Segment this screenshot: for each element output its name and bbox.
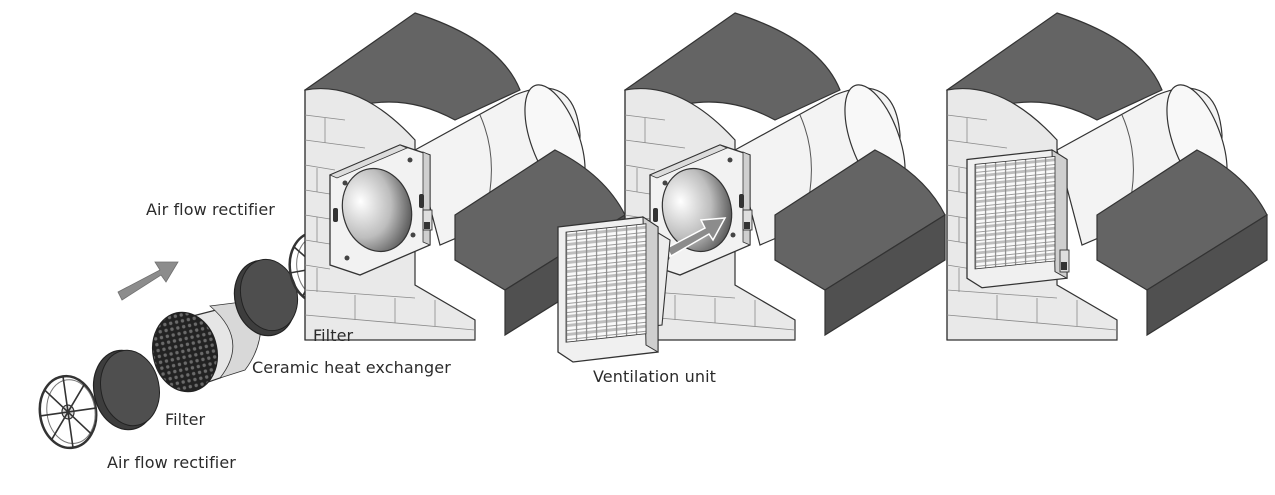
ventilation-unit	[557, 216, 671, 363]
label-rectifier-top: Air flow rectifier	[146, 200, 275, 219]
label-filter-top: Filter	[313, 326, 354, 345]
label-ventilation-unit: Ventilation unit	[593, 367, 716, 386]
label-ceramic-exchanger: Ceramic heat exchanger	[252, 358, 451, 377]
arrow-into-bore	[666, 217, 727, 258]
filter-bottom	[92, 349, 160, 431]
wall-block-3	[946, 12, 1268, 341]
rectifier-bottom	[34, 371, 102, 453]
filter-top	[233, 258, 299, 337]
wall-block-2	[624, 12, 946, 341]
arrow-left	[117, 261, 179, 301]
label-rectifier-bottom: Air flow rectifier	[107, 453, 236, 472]
label-filter-bottom: Filter	[165, 410, 206, 429]
